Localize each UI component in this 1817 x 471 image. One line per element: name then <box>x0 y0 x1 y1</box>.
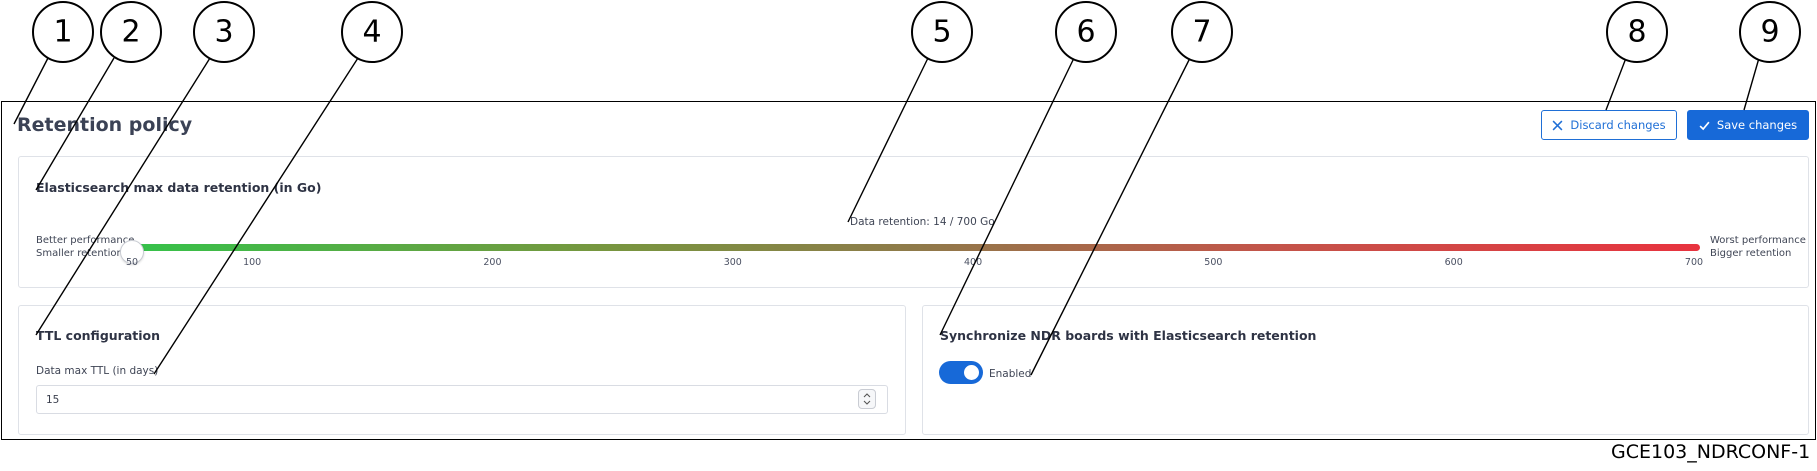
close-icon <box>1552 120 1563 130</box>
svg-text:5: 5 <box>932 15 951 50</box>
slider-tick-400: 400 <box>963 257 983 268</box>
callout-2: 2 <box>100 1 162 63</box>
ttl-field-label: Data max TTL (in days) <box>36 365 159 377</box>
discard-changes-label: Discard changes <box>1570 118 1666 132</box>
save-changes-button[interactable]: Save changes <box>1687 110 1809 140</box>
slider-max-label-performance: Worst performance <box>1710 235 1806 246</box>
svg-text:3: 3 <box>214 15 233 50</box>
slider-tick-100: 100 <box>243 257 262 268</box>
save-changes-label: Save changes <box>1716 118 1798 132</box>
callout-3: 3 <box>193 1 255 63</box>
slider-tick-300: 300 <box>723 257 742 268</box>
ttl-input-value: 15 <box>46 393 60 406</box>
retention-slider-track[interactable] <box>132 244 1700 251</box>
sync-ndr-boards-title: Synchronize NDR boards with Elasticsearc… <box>940 328 1317 343</box>
callout-9: 9 <box>1739 1 1801 63</box>
svg-text:8: 8 <box>1627 15 1646 50</box>
svg-text:1: 1 <box>53 15 72 50</box>
ttl-configuration-title: TTL configuration <box>36 328 161 343</box>
callout-1: 1 <box>32 1 94 63</box>
svg-text:6: 6 <box>1076 15 1095 50</box>
callout-4: 4 <box>341 1 403 63</box>
slider-min-label-retention: Smaller retention <box>36 248 123 259</box>
ttl-stepper[interactable] <box>858 389 876 409</box>
callout-5: 5 <box>911 1 973 63</box>
svg-text:4: 4 <box>362 15 381 50</box>
slider-min-label-performance: Better performance <box>36 235 135 246</box>
check-icon <box>1699 121 1710 130</box>
toggle-knob <box>964 365 979 380</box>
callout-8: 8 <box>1606 1 1668 63</box>
figure-code: GCE103_NDRCONF-1 <box>1611 441 1811 463</box>
chevron-down-icon[interactable] <box>863 400 871 405</box>
slider-tick-200: 200 <box>483 257 502 268</box>
chevron-up-icon[interactable] <box>863 393 871 398</box>
callout-6: 6 <box>1055 1 1117 63</box>
slider-tick-50: 50 <box>125 257 139 268</box>
callout-7: 7 <box>1171 1 1233 63</box>
svg-text:2: 2 <box>121 15 140 50</box>
toggle-label: Enabled <box>989 368 1032 380</box>
page-title: Retention policy <box>17 114 193 136</box>
slider-tick-700: 700 <box>1684 257 1704 268</box>
elasticsearch-retention-title: Elasticsearch max data retention (in Go) <box>36 180 322 195</box>
discard-changes-button[interactable]: Discard changes <box>1541 110 1677 140</box>
svg-text:7: 7 <box>1192 15 1211 50</box>
svg-text:9: 9 <box>1760 15 1779 50</box>
sync-enabled-toggle[interactable] <box>939 361 983 384</box>
ttl-input[interactable]: 15 <box>36 385 888 414</box>
data-retention-value: Data retention: 14 / 700 Go <box>850 216 995 228</box>
slider-max-label-retention: Bigger retention <box>1710 248 1792 259</box>
slider-tick-600: 600 <box>1444 257 1463 268</box>
slider-tick-500: 500 <box>1204 257 1223 268</box>
sync-ndr-boards-panel <box>922 305 1809 435</box>
